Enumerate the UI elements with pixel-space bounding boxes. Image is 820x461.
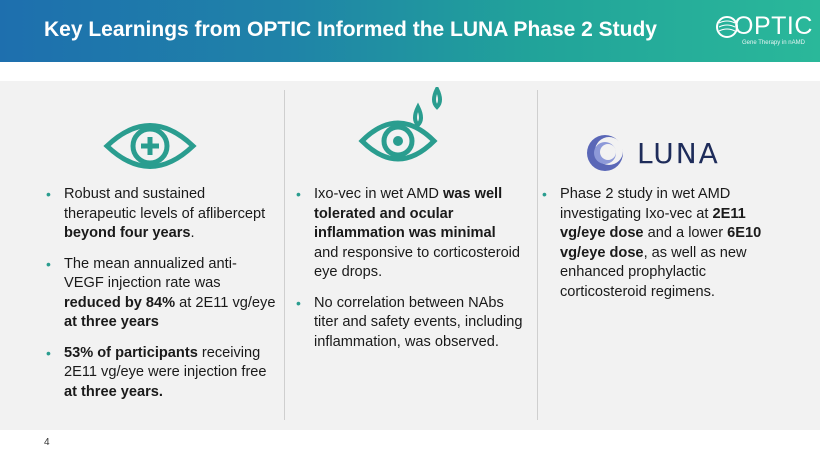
middle-column: Ixo-vec in wet AMD was well tolerated an…: [296, 185, 524, 363]
list-item: Phase 2 study in wet AMD investigating I…: [542, 185, 782, 302]
optic-logo: OPTIC Gene Therapy in nAMD: [716, 10, 816, 54]
slide-title: Key Learnings from OPTIC Informed the LU…: [44, 18, 657, 41]
column-divider: [284, 90, 285, 420]
right-column: Phase 2 study in wet AMD investigating I…: [542, 185, 782, 313]
eye-plus-icon: [103, 123, 197, 169]
optic-logo-text: OPTIC: [734, 12, 813, 40]
column-divider: [537, 90, 538, 420]
header-banner: Key Learnings from OPTIC Informed the LU…: [0, 0, 820, 62]
luna-logo-mark-icon: [587, 135, 623, 171]
left-column: Robust and sustained therapeutic levels …: [46, 185, 276, 413]
optic-logo-mark-icon: [716, 16, 738, 38]
list-item: Ixo-vec in wet AMD was well tolerated an…: [296, 185, 524, 283]
page-number: 4: [44, 437, 50, 448]
list-item: No correlation between NAbs titer and sa…: [296, 294, 524, 353]
eye-drops-icon: [358, 87, 442, 162]
list-item: Robust and sustained therapeutic levels …: [46, 185, 276, 244]
optic-logo-subtitle: Gene Therapy in nAMD: [742, 40, 805, 46]
list-item: The mean annualized anti-VEGF injection …: [46, 255, 276, 333]
luna-logo-text: LUNA: [637, 137, 720, 170]
list-item: 53% of participants receiving 2E11 vg/ey…: [46, 344, 276, 403]
